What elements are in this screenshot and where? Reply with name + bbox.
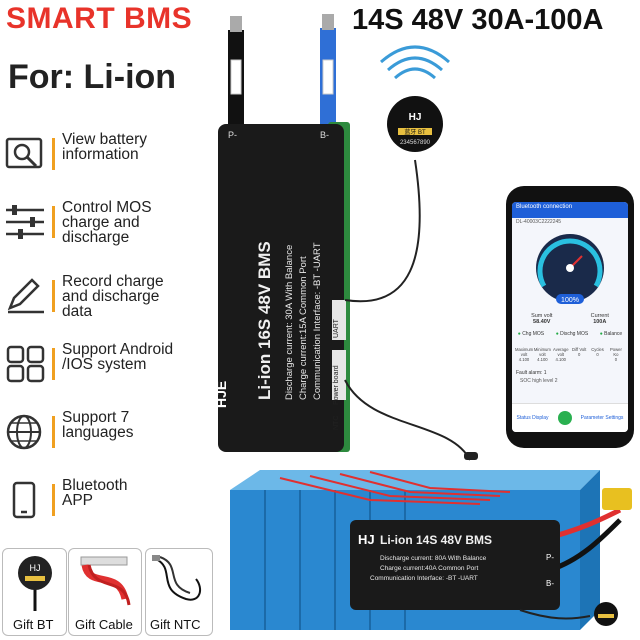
- feature-label: Control MOS charge and discharge: [62, 199, 152, 246]
- battery-bms-line2: Charge current:40A Common Port: [380, 565, 478, 572]
- ntc-port-label: NTC: [333, 416, 340, 430]
- feature-divider: [52, 138, 55, 170]
- feature-control-mos: Control MOS charge and discharge: [0, 198, 200, 258]
- globe-icon: [6, 414, 42, 450]
- feature-label: Support Android /IOS system: [62, 341, 174, 373]
- gauge-percent: 100%: [561, 297, 579, 304]
- center-action-icon[interactable]: [557, 411, 572, 425]
- bt-serial: 234567890: [400, 140, 431, 146]
- fault-alarm: Fault alarm: 1: [516, 370, 547, 376]
- nav-status-display[interactable]: Status Display: [516, 415, 549, 421]
- nav-parameter-settings[interactable]: Parameter Settings: [580, 415, 624, 421]
- cable-icon: [80, 556, 131, 606]
- battery-terminal-b: B-: [546, 579, 554, 588]
- bt-module-label: 蓝牙 BT: [404, 128, 426, 136]
- battery-pack-illustration: HJ Li-ion 14S 48V BMS Discharge current:…: [230, 470, 632, 630]
- svg-text:HJ: HJ: [409, 112, 422, 123]
- terminal-b-label: B-: [320, 130, 329, 140]
- brand-logo: HJE: [213, 381, 229, 408]
- device-id: DL-40003C2222245: [516, 219, 562, 225]
- battery-bms-board: [350, 520, 560, 610]
- bms-interface-line: Communication Interface: -BT -UART: [312, 242, 323, 400]
- feature-view-info: View battery information: [0, 130, 200, 190]
- bms-board-body: [218, 124, 344, 452]
- app-screen: Bluetooth connection DL-40003C2222245 10…: [512, 202, 628, 432]
- bms-board-illustration: P- B- Li-ion 16S 48V BMS Discharge curre…: [213, 14, 478, 461]
- feature-android-ios: Support Android /IOS system: [0, 340, 200, 400]
- bt-module-icon: HJ: [18, 556, 52, 611]
- feature-bluetooth-app: Bluetooth APP: [0, 476, 200, 536]
- gift-label: Gift NTC: [150, 617, 201, 632]
- toggle-dischg-mos[interactable]: ● Dischg MOS: [555, 331, 589, 337]
- tablet-icon: [12, 481, 36, 519]
- fault-item: SOC high level 2: [520, 378, 558, 384]
- phone-mockup: Bluetooth connection DL-40003C2222245 10…: [506, 186, 634, 448]
- gift-ntc-box: Gift NTC: [145, 548, 213, 636]
- gift-label: Gift BT: [13, 617, 54, 632]
- svg-text:HJ: HJ: [30, 563, 41, 573]
- feature-label: Bluetooth APP: [62, 477, 128, 509]
- volt-label: Sum volt: [531, 313, 553, 319]
- ntc-sensor-icon: [152, 555, 202, 601]
- soc-gauge: 100%: [536, 234, 604, 304]
- chemistry-subtitle: For: Li-ion: [8, 58, 177, 96]
- bms-model-label: Li-ion 16S 48V BMS: [255, 241, 274, 400]
- feature-divider: [52, 206, 55, 238]
- search-icon: [5, 137, 43, 169]
- feature-label: Support 7 languages: [62, 409, 134, 441]
- gift-label: Gift Cable: [75, 617, 133, 632]
- sliders-icon: [6, 205, 44, 239]
- toggle-balance[interactable]: ● Balance: [599, 331, 623, 337]
- battery-bms-line3: Communication Interface: -BT -UART: [370, 575, 478, 582]
- volt-value: 58.40V: [533, 319, 551, 325]
- wifi-signal-icon: [380, 45, 450, 80]
- grid-apps-icon: [6, 345, 45, 383]
- feature-label: Record charge and discharge data: [62, 273, 164, 320]
- terminal-p-label: P-: [228, 130, 237, 140]
- battery-bms-line1: Discharge current: 80A With Balance: [380, 555, 487, 562]
- toggle-chg-mos[interactable]: ● Chg MOS: [517, 331, 545, 337]
- battery-terminal-p: P-: [546, 553, 554, 562]
- gift-cable-box: Gift Cable: [68, 548, 142, 636]
- feature-divider: [52, 348, 55, 380]
- uart-port-label: UART: [333, 318, 340, 338]
- xt-connector: [602, 488, 632, 510]
- bt-module: [387, 96, 443, 152]
- current-label: Current: [590, 313, 609, 319]
- pencil-icon: [7, 278, 44, 314]
- feature-record-data: Record charge and discharge data: [0, 272, 200, 332]
- feature-divider: [52, 484, 55, 516]
- current-value: 100A: [593, 319, 607, 325]
- bms-discharge-line: Discharge current: 30A With Balance: [284, 245, 295, 400]
- app-header: Bluetooth connection: [512, 202, 628, 218]
- feature-divider: [52, 280, 55, 312]
- gift-bt-box: HJ Gift BT: [2, 548, 67, 636]
- spec-title: 14S 48V 30A-100A: [352, 4, 604, 36]
- bms-charge-line: Charge current:15A Common Port: [298, 256, 309, 400]
- feature-languages: Support 7 languages: [0, 408, 200, 468]
- svg-text:HJ: HJ: [358, 532, 375, 547]
- power-port-label: Power board: [333, 365, 340, 405]
- feature-divider: [52, 416, 55, 448]
- battery-bms-model: Li-ion 14S 48V BMS: [380, 533, 492, 547]
- feature-label: View battery information: [62, 131, 148, 163]
- product-title: SMART BMS: [6, 2, 193, 35]
